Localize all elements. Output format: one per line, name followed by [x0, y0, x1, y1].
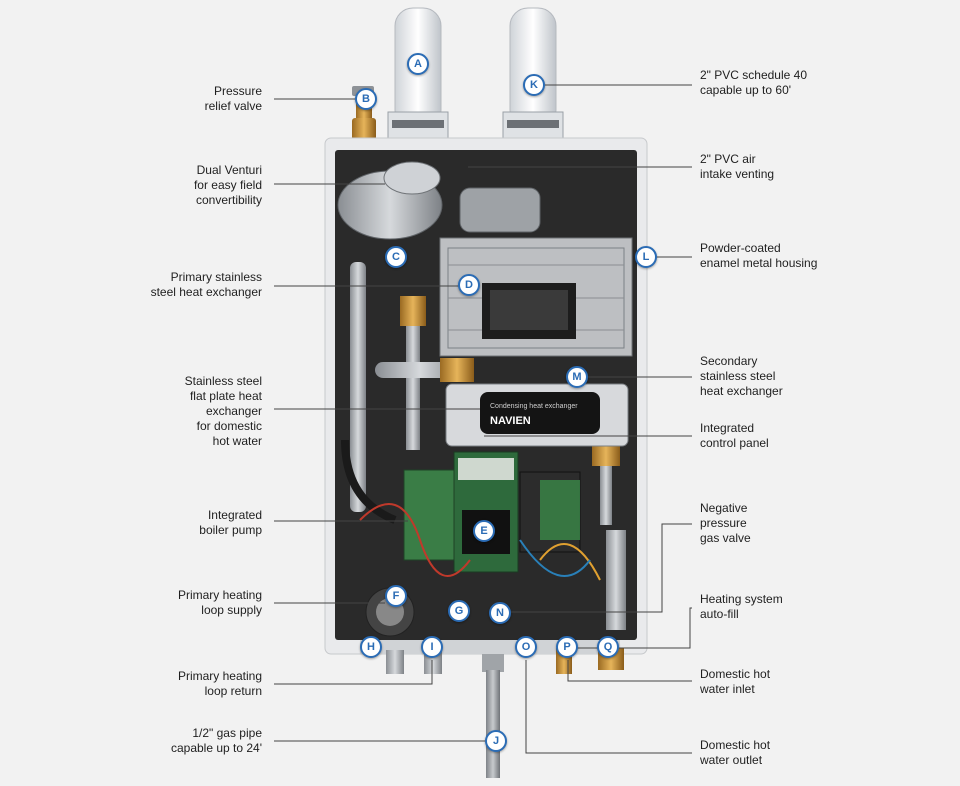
secondary-heat-exchanger: Condensing heat exchanger NAVIEN: [445, 383, 629, 447]
label-primary-heat-exchanger: Primary stainless steel heat exchanger: [150, 270, 262, 299]
label-housing: Powder-coated enamel metal housing: [700, 241, 818, 270]
gas-valve-body: [606, 530, 626, 630]
marker-e: E: [473, 520, 495, 542]
marker-d: D: [458, 274, 480, 296]
bottom-fittings: [360, 640, 624, 778]
leader-lines: [274, 84, 692, 754]
marker-a: A: [407, 53, 429, 75]
primary-heat-exchanger: [439, 237, 633, 357]
marker-c: C: [385, 246, 407, 268]
marker-l: L: [635, 246, 657, 268]
marker-j: J: [485, 730, 507, 752]
marker-q: Q: [597, 636, 619, 658]
marker-p: P: [556, 636, 578, 658]
label-auto-fill: Heating system auto-fill: [700, 592, 783, 621]
label-pressure-relief-valve: Pressure relief valve: [204, 84, 262, 113]
marker-f: F: [385, 585, 407, 607]
brand-name: NAVIEN: [490, 415, 531, 427]
label-gas-pipe: 1/2" gas pipe capable up to 24': [170, 726, 262, 755]
marker-o: O: [515, 636, 537, 658]
label-gas-valve: Negative pressure gas valve: [700, 501, 751, 545]
marker-n: N: [489, 602, 511, 624]
brand-plate-text: Condensing heat exchanger: [490, 403, 578, 410]
marker-g: G: [448, 600, 470, 622]
marker-m: M: [566, 366, 588, 388]
marker-i: I: [421, 636, 443, 658]
label-loop-return: Primary heating loop return: [177, 669, 262, 698]
blower-fan: [337, 161, 541, 240]
marker-h: H: [360, 636, 382, 658]
label-pvc-intake: 2" PVC air intake venting: [700, 152, 775, 181]
control-electronics: [359, 451, 601, 581]
label-flat-plate-heat-exchanger: Stainless steel flat plate heat exchange…: [184, 374, 262, 448]
label-control-panel: Integrated control panel: [700, 421, 769, 450]
vent-pipes: [387, 7, 564, 139]
marker-b: B: [355, 88, 377, 110]
label-dhw-inlet: Domestic hot water inlet: [700, 667, 771, 696]
label-dual-venturi: Dual Venturi for easy field convertibili…: [193, 163, 262, 207]
marker-k: K: [523, 74, 545, 96]
label-dhw-outlet: Domestic hot water outlet: [700, 738, 771, 767]
label-boiler-pump: Integrated boiler pump: [199, 508, 262, 537]
label-secondary-heat-exchanger: Secondary stainless steel heat exchanger: [700, 354, 783, 398]
label-loop-supply: Primary heating loop supply: [177, 588, 262, 617]
label-pvc-exhaust: 2" PVC schedule 40 capable up to 60': [700, 68, 807, 97]
